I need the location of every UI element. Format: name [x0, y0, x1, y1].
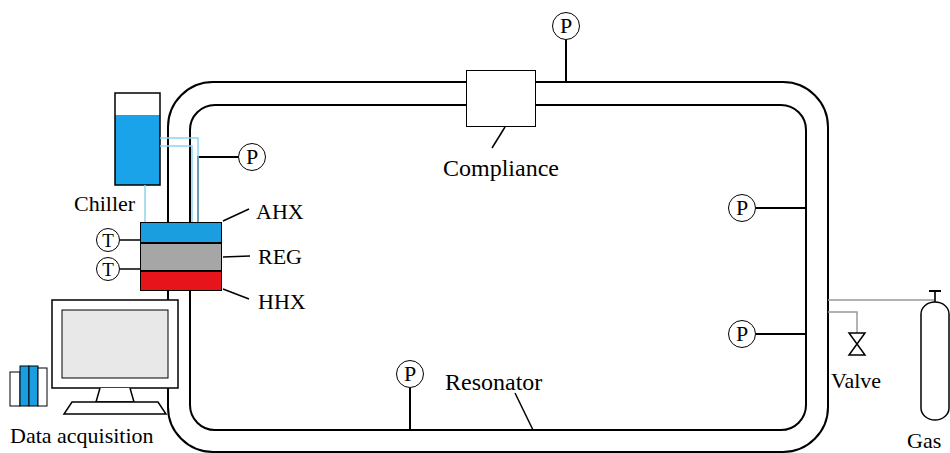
pressure-sensor: P [238, 143, 266, 171]
part-name: Compliance [443, 156, 559, 180]
sensor-wire [120, 240, 140, 241]
resonator-label: Resonator [445, 370, 542, 394]
thermocouple: T [96, 228, 120, 252]
sensor-wire [120, 269, 140, 270]
daq-label: Data acquisition [10, 425, 154, 447]
sensor-letter: P [246, 146, 258, 168]
part-name: REG [258, 246, 302, 268]
part-name: HHX [258, 291, 306, 313]
pressure-sensor: P [552, 12, 580, 40]
chiller-label: Chiller [74, 193, 135, 215]
sensor-letter: P [736, 323, 748, 345]
regenerator: REG [140, 243, 222, 271]
pressure-sensor: P [396, 360, 424, 388]
sensor-letter: P [404, 363, 416, 385]
sensor-letter: P [560, 15, 572, 37]
ambient-heat-exchanger: AHX [140, 222, 222, 243]
part-name: AHX [256, 201, 304, 223]
sensor-letter: T [102, 260, 114, 279]
hot-heat-exchanger: HHX [140, 271, 222, 291]
valve-label: Valve [831, 370, 881, 392]
sensor-letter: T [102, 231, 114, 250]
pressure-sensor: P [728, 194, 756, 222]
sensor-letter: P [736, 197, 748, 219]
compliance-box: Compliance [466, 70, 536, 127]
gas-label: Gas [907, 430, 941, 452]
pressure-sensor: P [728, 320, 756, 348]
thermocouple: T [96, 257, 120, 281]
